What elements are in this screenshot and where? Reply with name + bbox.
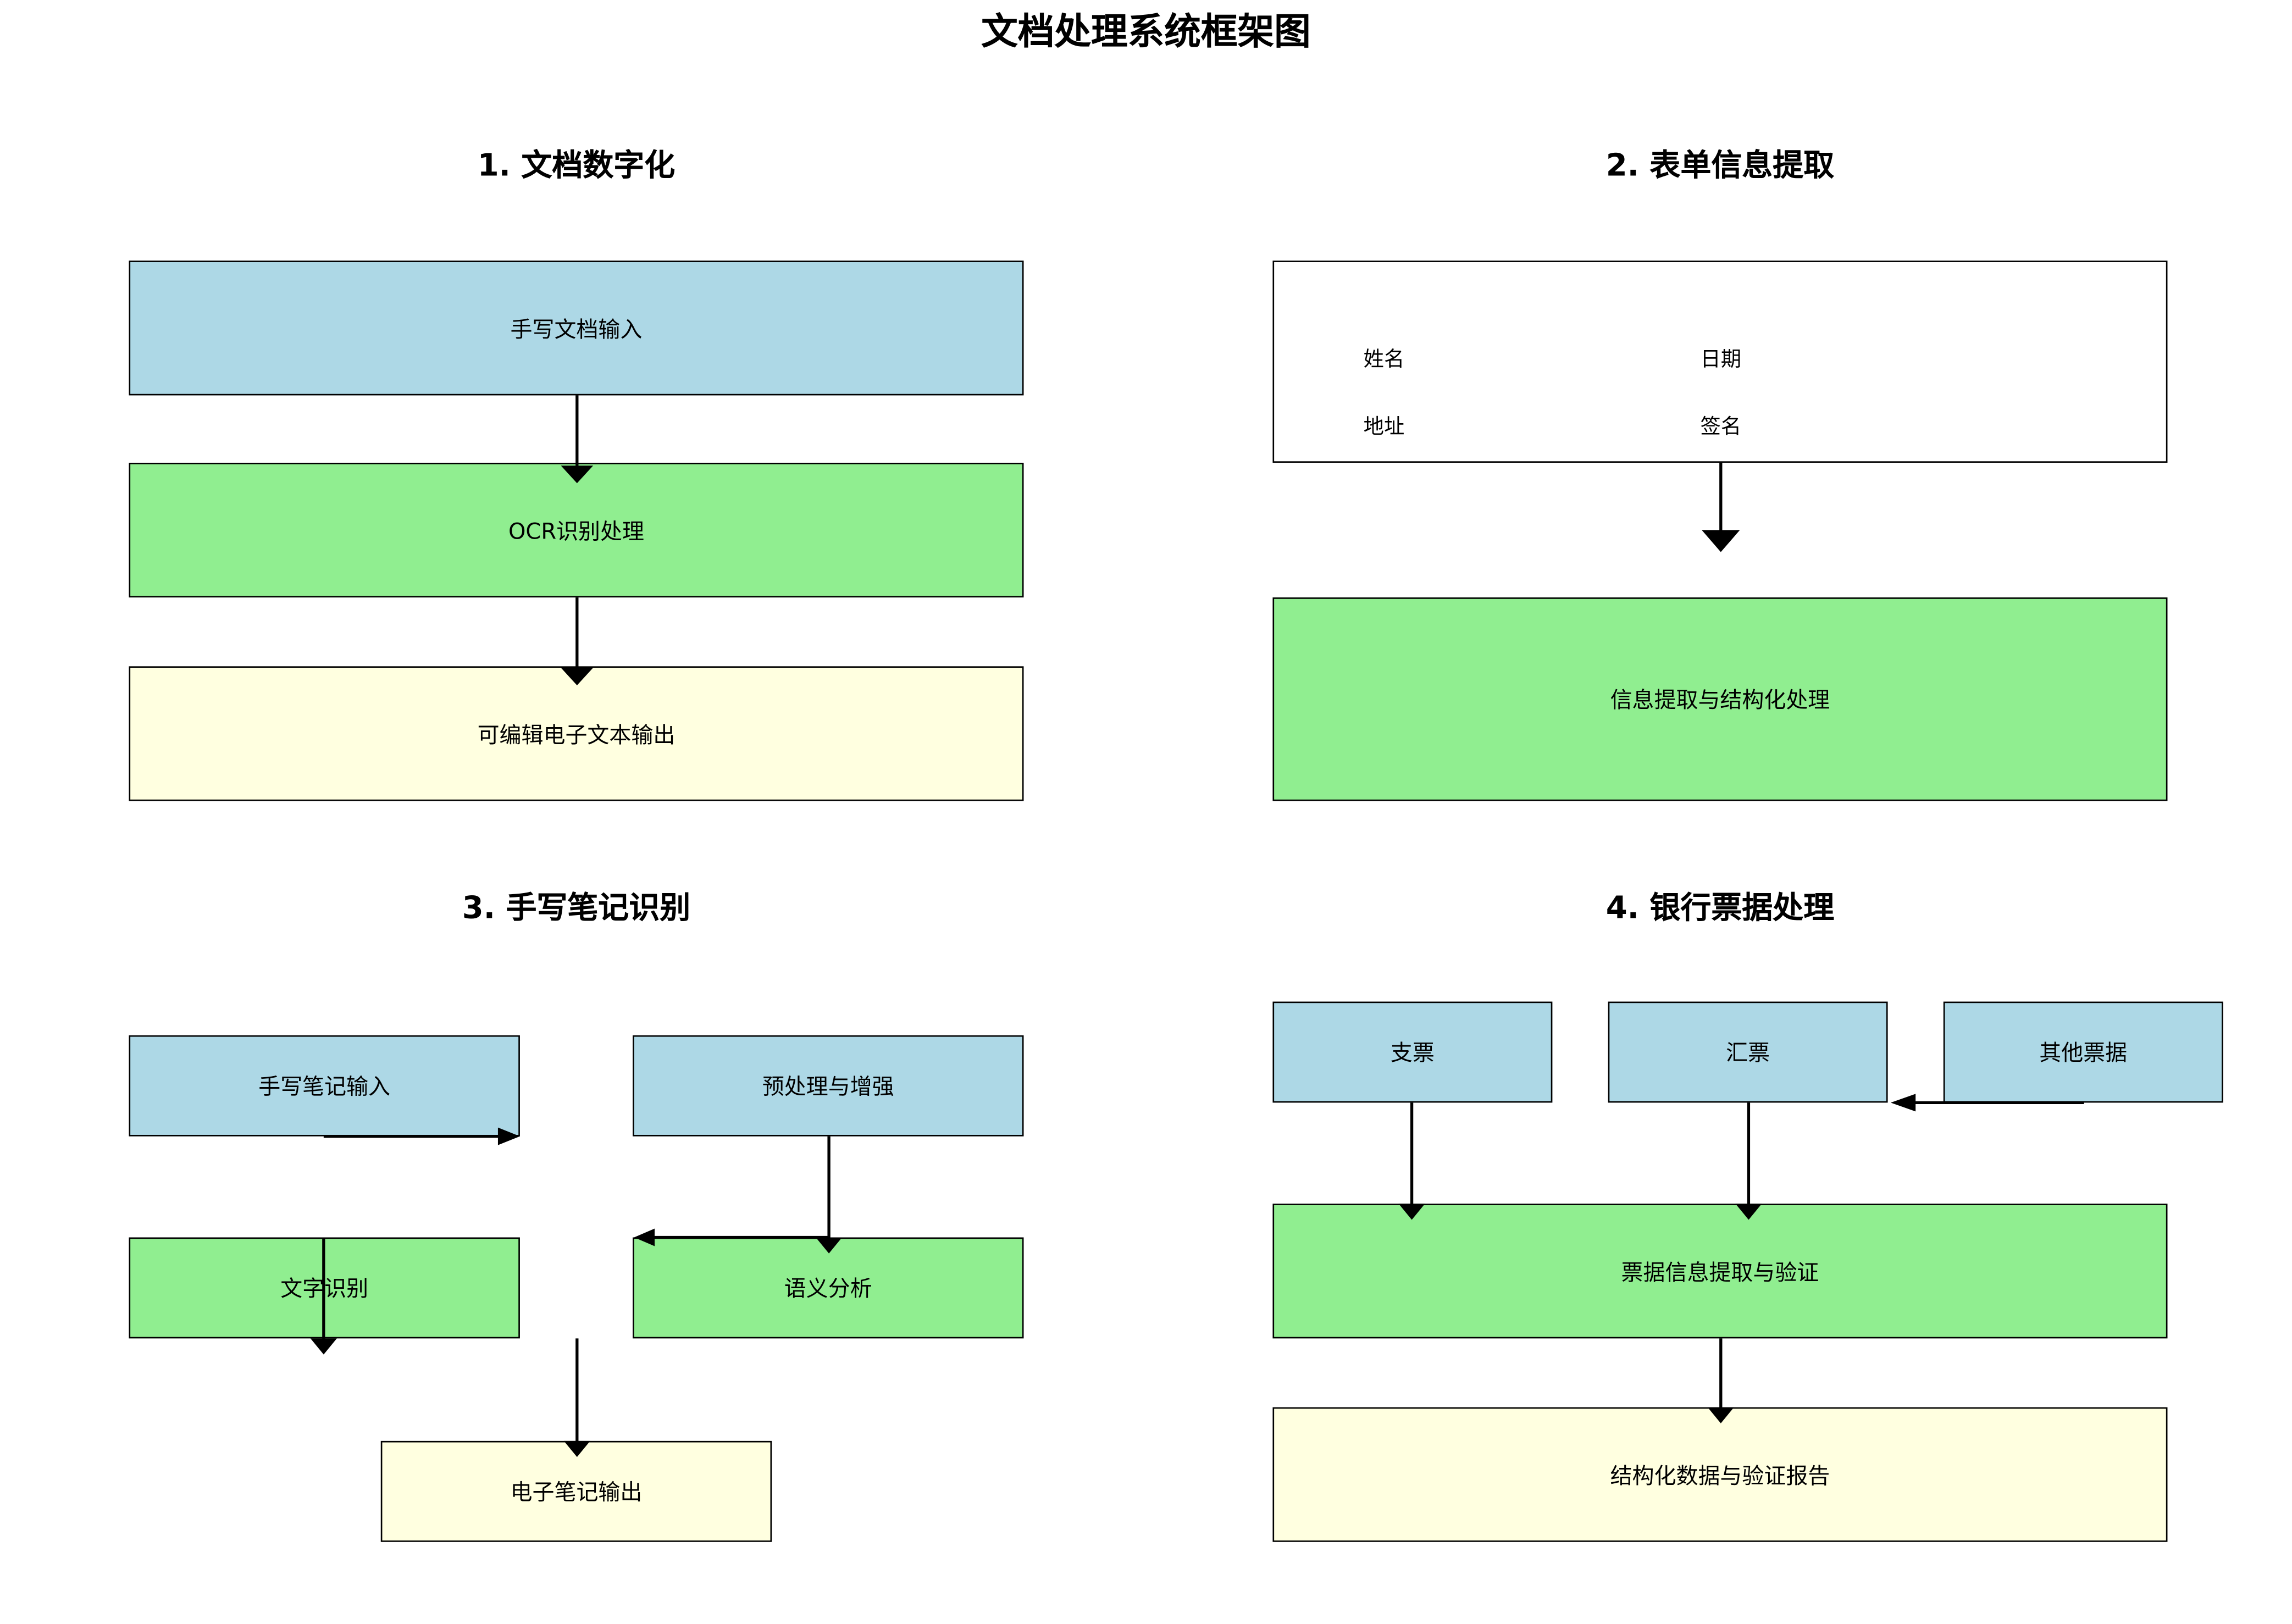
form-field-signature: 签名	[1700, 415, 1742, 440]
editable-text-output-box: 可编辑电子文本输出	[129, 666, 1024, 801]
form-field-address: 地址	[1363, 415, 1405, 440]
text-recognition-box: 文字识别	[129, 1237, 520, 1339]
other-bills-box: 其他票据	[1943, 1001, 2223, 1103]
section-4-title: 4. 银行票据处理	[1605, 890, 1835, 925]
preprocessing-box: 预处理与增强	[633, 1035, 1024, 1137]
ocr-processing-box: OCR识别处理	[129, 462, 1024, 598]
form-field-name: 姓名	[1363, 348, 1405, 372]
section-3-title: 3. 手写笔记识别	[462, 890, 691, 925]
electronic-notes-output-box: 电子笔记输出	[380, 1440, 772, 1542]
semantic-analysis-box: 语义分析	[633, 1237, 1024, 1339]
structured-data-report-box: 结构化数据与验证报告	[1272, 1407, 2168, 1542]
handwritten-notes-input-box: 手写笔记输入	[129, 1035, 520, 1137]
diagram-title: 文档处理系统框架图	[981, 10, 1311, 53]
form-box	[1272, 260, 2168, 463]
section-1-title: 1. 文档数字化	[477, 148, 676, 184]
bill-extraction-verification-box: 票据信息提取与验证	[1272, 1204, 2168, 1339]
handwritten-document-input-box: 手写文档输入	[129, 260, 1024, 396]
draft-box: 汇票	[1608, 1001, 1888, 1103]
section-2-title: 2. 表单信息提取	[1605, 148, 1835, 184]
check-box: 支票	[1272, 1001, 1553, 1103]
form-field-date: 日期	[1700, 348, 1742, 372]
information-extraction-box: 信息提取与结构化处理	[1272, 597, 2168, 801]
